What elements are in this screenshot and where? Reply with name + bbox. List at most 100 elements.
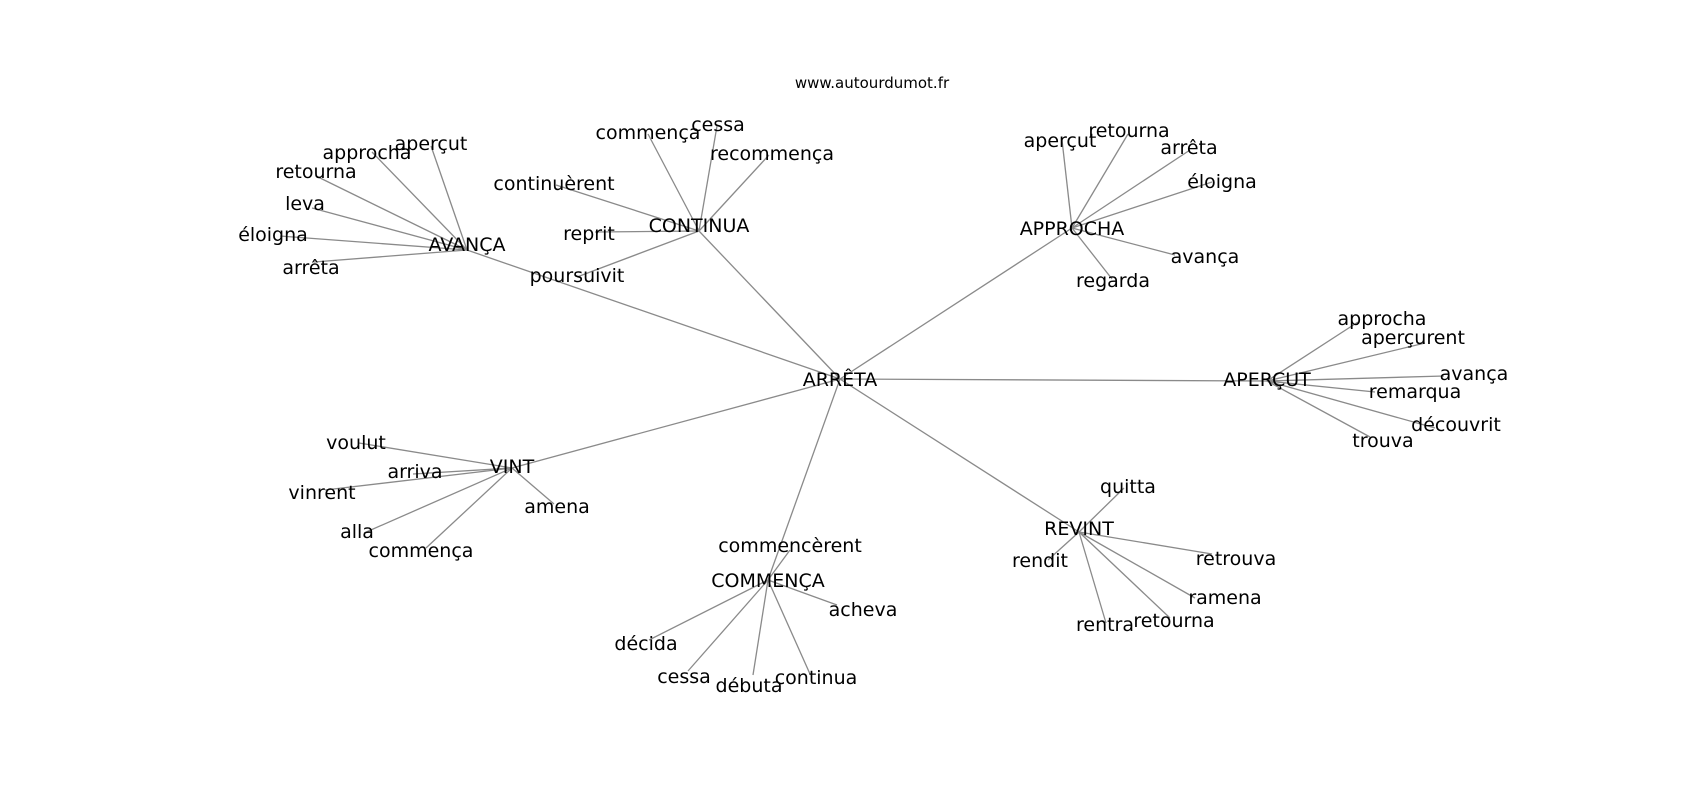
leaf-word[interactable]: voulut (326, 432, 386, 454)
edge-hub-to-leaf (1071, 149, 1191, 229)
edge-root-to-hub (839, 227, 1073, 380)
leaf-word[interactable]: approcha (323, 142, 412, 164)
labels-layer: www.autourdumot.fr ARRÊTAAVANÇAapprochaa… (238, 74, 1508, 697)
edge-hub-to-leaf (311, 207, 468, 251)
leaf-word[interactable]: avança (1440, 363, 1509, 385)
leaf-word[interactable]: cessa (657, 666, 711, 688)
hub-word[interactable]: AVANÇA (428, 234, 505, 256)
edge-hub-to-leaf (647, 133, 700, 232)
edge-hub-to-leaf (687, 579, 769, 672)
leaf-word[interactable]: regarda (1076, 270, 1150, 292)
edge-hub-to-leaf (371, 151, 468, 251)
edge-hub-to-leaf (1071, 227, 1113, 280)
leaf-word[interactable]: aperçut (395, 133, 468, 155)
edge-hub-to-leaf (313, 249, 468, 263)
edge-hub-to-leaf (324, 467, 513, 491)
edge-hub-to-leaf (1078, 531, 1171, 619)
leaf-word[interactable]: commença (596, 122, 701, 144)
leaf-word[interactable]: continua (775, 667, 858, 689)
edge-hub-to-leaf (279, 235, 468, 251)
leaf-word[interactable]: décida (614, 633, 677, 655)
leaf-word[interactable]: avança (1171, 246, 1240, 268)
edge-root-to-hub (698, 230, 841, 380)
leaf-word[interactable]: alla (340, 521, 374, 543)
leaf-word[interactable]: rendit (1012, 550, 1068, 572)
leaf-word[interactable]: commença (369, 540, 474, 562)
edge-hub-to-leaf (1078, 487, 1125, 533)
hub-word[interactable]: COMMENÇA (711, 570, 825, 592)
hub-word[interactable]: REVINT (1044, 518, 1114, 540)
leaf-word[interactable]: arriva (387, 461, 442, 483)
edge-hub-to-leaf (430, 145, 468, 251)
edge-hub-to-leaf (1266, 375, 1445, 382)
edge-hub-to-leaf (1047, 531, 1080, 561)
edge-hub-to-leaf (698, 125, 718, 232)
edge-root-to-hub (511, 378, 841, 469)
edge-hub-to-leaf (767, 579, 838, 606)
leaf-word[interactable]: cessa (691, 114, 745, 136)
leaf-word[interactable]: amena (524, 496, 590, 518)
edge-hub-to-leaf (594, 230, 700, 233)
edge-hub-to-leaf (767, 579, 811, 675)
edge-hub-to-leaf (648, 579, 769, 641)
leaf-word[interactable]: vinrent (288, 482, 355, 504)
leaf-word[interactable]: découvrit (1411, 414, 1501, 436)
leaf-word[interactable]: trouva (1352, 430, 1413, 452)
edge-hub-to-leaf (363, 467, 513, 534)
leaf-word[interactable]: éloigna (238, 224, 308, 246)
hub-word[interactable]: VINT (490, 456, 535, 478)
edge-hub-to-leaf (315, 175, 468, 251)
leaf-word[interactable]: aperçurent (1361, 327, 1465, 349)
edge-hub-to-leaf (511, 467, 555, 505)
edge-hub-to-leaf (1266, 380, 1376, 393)
edge-root-to-hub (839, 378, 1268, 382)
edge-hub-to-leaf (1071, 181, 1213, 229)
leaf-word[interactable]: reprit (563, 223, 615, 245)
edge-hub-to-leaf (1078, 531, 1196, 599)
edge-root-to-hub (466, 249, 841, 380)
edge-hub-to-leaf (1078, 531, 1213, 555)
leaf-word[interactable]: débuta (716, 675, 783, 697)
edge-hub-to-leaf (1266, 380, 1371, 438)
leaf-word[interactable]: retourna (275, 161, 356, 183)
leaf-word[interactable]: rentra (1076, 614, 1134, 636)
edge-hub-to-leaf (1078, 531, 1107, 624)
edge-hub-to-leaf (358, 442, 513, 469)
hub-word[interactable]: APERÇUT (1223, 369, 1311, 391)
edge-hub-to-leaf (555, 184, 700, 232)
leaf-word[interactable]: remarqua (1369, 381, 1461, 403)
leaf-word[interactable]: approcha (1338, 308, 1427, 330)
edge-hub-to-leaf (1071, 227, 1176, 256)
leaf-word[interactable]: retourna (1133, 610, 1214, 632)
leaf-word[interactable]: commencèrent (718, 535, 862, 557)
hub-word[interactable]: APPROCHA (1020, 218, 1125, 240)
root-word[interactable]: ARRÊTA (803, 368, 878, 391)
leaf-word[interactable]: acheva (829, 599, 898, 621)
leaf-word[interactable]: retourna (1088, 120, 1169, 142)
edges-layer (279, 125, 1445, 676)
edge-hub-to-leaf (1061, 139, 1073, 229)
leaf-word[interactable]: arrêta (1160, 137, 1217, 159)
leaf-word[interactable]: éloigna (1187, 171, 1257, 193)
hub-word[interactable]: CONTINUA (649, 215, 750, 237)
leaf-word[interactable]: ramena (1188, 587, 1261, 609)
leaf-word[interactable]: poursuivit (530, 265, 625, 287)
edge-hub-to-leaf (1266, 342, 1426, 382)
leaf-word[interactable]: retrouva (1196, 548, 1276, 570)
edge-hub-to-leaf (698, 154, 770, 232)
leaf-word[interactable]: arrêta (282, 257, 339, 279)
leaf-word[interactable]: recommença (710, 143, 834, 165)
edge-hub-to-leaf (412, 467, 513, 475)
edge-hub-to-leaf (1071, 133, 1129, 229)
leaf-word[interactable]: leva (285, 193, 325, 215)
site-label[interactable]: www.autourdumot.fr (795, 74, 950, 92)
leaf-word[interactable]: continuèrent (493, 173, 614, 195)
edge-hub-to-leaf (1266, 380, 1436, 429)
edge-root-to-hub (767, 378, 841, 581)
leaf-word[interactable]: aperçut (1024, 130, 1097, 152)
edge-hub-to-leaf (1266, 321, 1359, 382)
edge-hub-to-leaf (767, 549, 791, 581)
leaf-word[interactable]: quitta (1100, 476, 1156, 498)
edge-hub-to-leaf (425, 467, 513, 549)
